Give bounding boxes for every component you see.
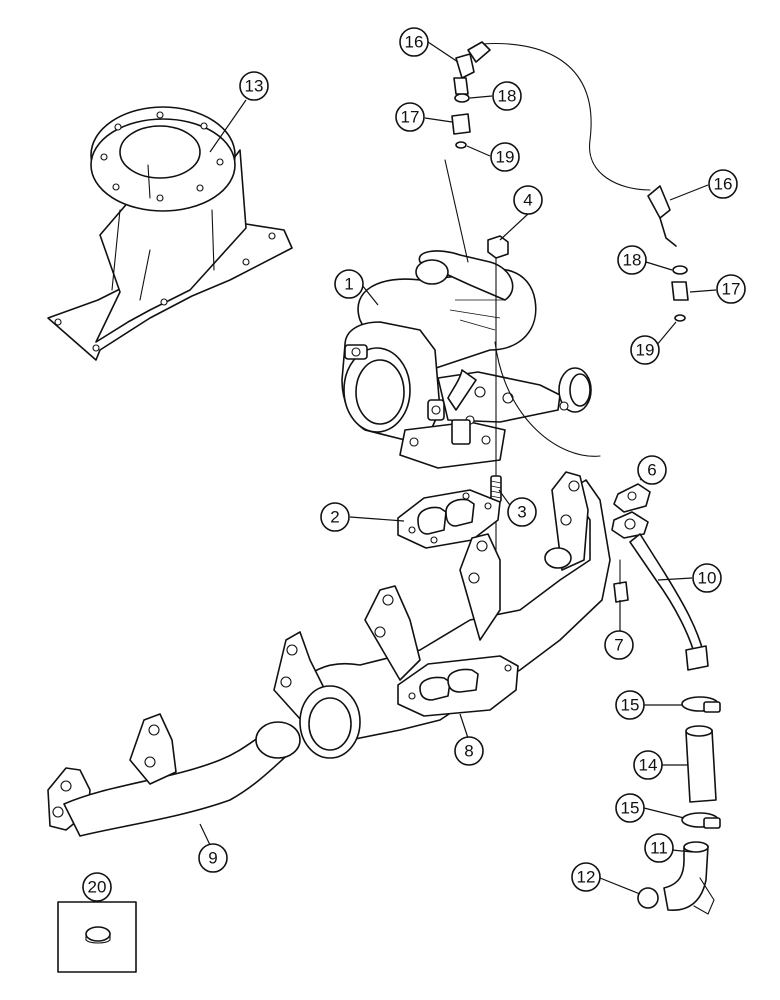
callout-2: 2 <box>320 502 405 532</box>
oil-drain-parts <box>611 483 721 915</box>
callout-16a-label: 16 <box>405 33 424 52</box>
callout-17-lower: 17 <box>689 274 746 304</box>
callout-8-label: 8 <box>464 742 473 761</box>
callout-9: 9 <box>198 823 228 873</box>
callout-4: 4 <box>499 185 543 241</box>
callout-19b-label: 19 <box>636 341 655 360</box>
callout-18-lower: 18 <box>617 245 673 275</box>
callout-15-lower: 15 <box>615 793 685 823</box>
callout-17b-label: 17 <box>722 280 741 299</box>
callout-6-label: 6 <box>647 461 656 480</box>
callout-3-label: 3 <box>517 503 526 522</box>
callout-17-upper: 17 <box>395 102 453 132</box>
callout-18-upper: 18 <box>469 81 522 111</box>
callout-1-label: 1 <box>344 275 353 294</box>
callout-15a-label: 15 <box>621 696 640 715</box>
callout-19-lower: 19 <box>630 321 677 365</box>
callout-13-label: 13 <box>245 77 264 96</box>
part-2-gasket <box>397 489 501 549</box>
callout-3: 3 <box>498 489 537 527</box>
callout-11-label: 11 <box>650 839 668 858</box>
callout-12: 12 <box>571 862 641 895</box>
callout-7: 7 <box>604 600 634 660</box>
oil-feed-line <box>444 41 689 457</box>
callout-10: 10 <box>657 563 722 593</box>
callout-20: 20 <box>82 872 112 902</box>
callout-13: 13 <box>209 71 269 153</box>
callout-17a-label: 17 <box>401 108 420 127</box>
callout-9-label: 9 <box>208 849 217 868</box>
part-13-exhaust-adapter <box>47 106 293 361</box>
callout-8: 8 <box>454 713 484 766</box>
callout-19a-label: 19 <box>496 148 515 167</box>
callout-14: 14 <box>633 750 688 780</box>
part-9-exhaust-manifold-front <box>47 713 301 837</box>
callout-4-label: 4 <box>523 191 532 210</box>
callout-6: 6 <box>637 455 667 485</box>
callout-15b-label: 15 <box>621 799 640 818</box>
callout-18a-label: 18 <box>498 87 517 106</box>
callout-16b-label: 16 <box>714 175 733 194</box>
callout-2-label: 2 <box>330 508 339 527</box>
callout-11: 11 <box>644 833 693 863</box>
callout-18b-label: 18 <box>623 251 642 270</box>
callout-15-upper: 15 <box>615 690 682 720</box>
callout-14-label: 14 <box>639 756 658 775</box>
callout-20-label: 20 <box>88 878 107 897</box>
callout-7-label: 7 <box>614 636 623 655</box>
callout-16-upper: 16 <box>399 27 459 63</box>
part-8-exhaust-manifold <box>273 471 611 759</box>
callout-12-label: 12 <box>577 868 596 887</box>
callout-19-upper: 19 <box>466 142 520 172</box>
callout-10-label: 10 <box>698 569 717 588</box>
callout-1: 1 <box>334 269 379 306</box>
part-3-stud <box>490 475 502 503</box>
part-20-cap-box <box>57 901 137 973</box>
callout-16-lower: 16 <box>669 169 738 201</box>
part-1-turbocharger <box>341 250 592 469</box>
